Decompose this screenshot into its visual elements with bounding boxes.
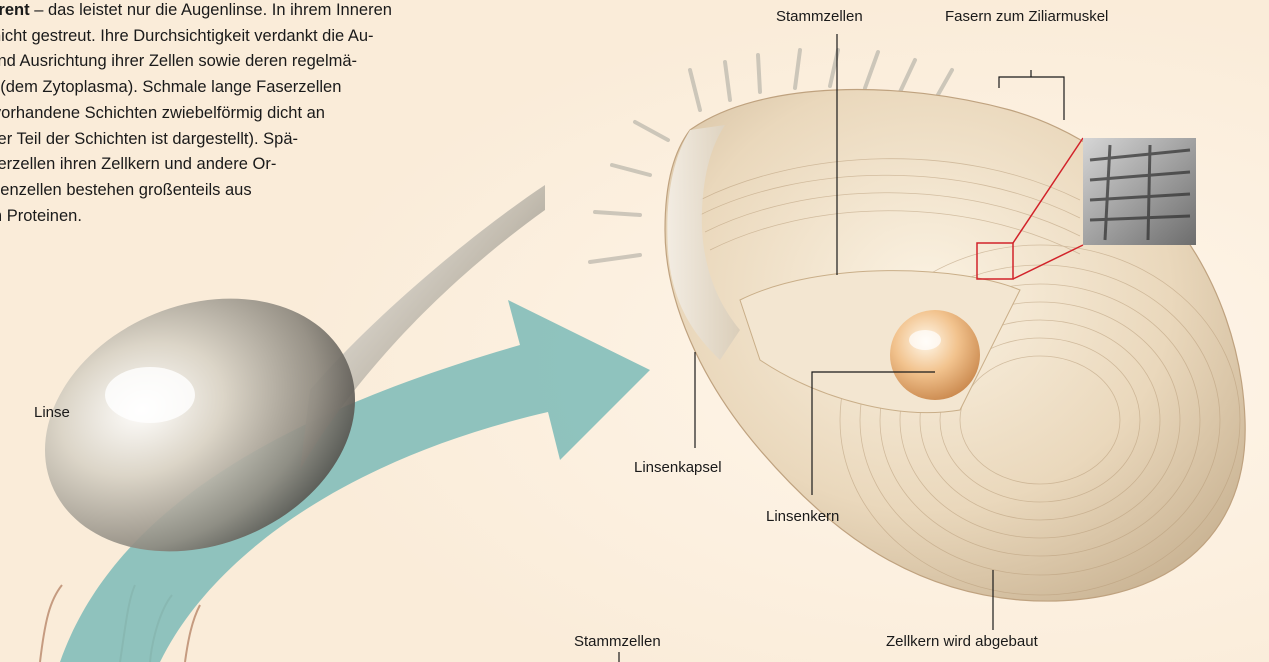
label-zellkern-abgebaut: Zellkern wird abgebaut [886, 633, 1038, 651]
para-line-2: ch nicht gestreut. Ihre Durchsichtigkeit… [0, 24, 530, 50]
para-line-3: m und Ausrichtung ihrer Zellen sowie der… [0, 49, 530, 75]
label-stammzellen-top: Stammzellen [776, 8, 863, 26]
label-linsenkern: Linsenkern [766, 508, 839, 526]
description-paragraph: sparent – das leistet nur die Augenlinse… [0, 0, 530, 229]
para-line-1-rest: – das leistet nur die Augenlinse. In ihr… [30, 1, 392, 19]
label-linsenkapsel: Linsenkapsel [634, 459, 722, 477]
para-bold-term: sparent [0, 1, 30, 19]
label-fasern-ziliarmuskel: Fasern zum Ziliarmuskel [945, 8, 1108, 26]
para-line-4: sse (dem Zytoplasma). Schmale lange Fase… [0, 75, 530, 101]
label-linse: Linse [34, 404, 70, 422]
para-line-6: ringer Teil der Schichten ist dargestell… [0, 127, 530, 153]
para-line-5: on vorhandene Schichten zwiebelförmig di… [0, 101, 530, 127]
label-stammzellen-bottom: Stammzellen [574, 633, 661, 651]
para-line-7: Faserzellen ihren Zellkern und andere Or… [0, 152, 530, 178]
para-line-1: sparent – das leistet nur die Augenlinse… [0, 0, 530, 24]
para-line-9: nten Proteinen. [0, 204, 530, 230]
lens-nucleus [890, 310, 980, 400]
para-line-8: Linsenzellen bestehen großenteils aus [0, 178, 530, 204]
